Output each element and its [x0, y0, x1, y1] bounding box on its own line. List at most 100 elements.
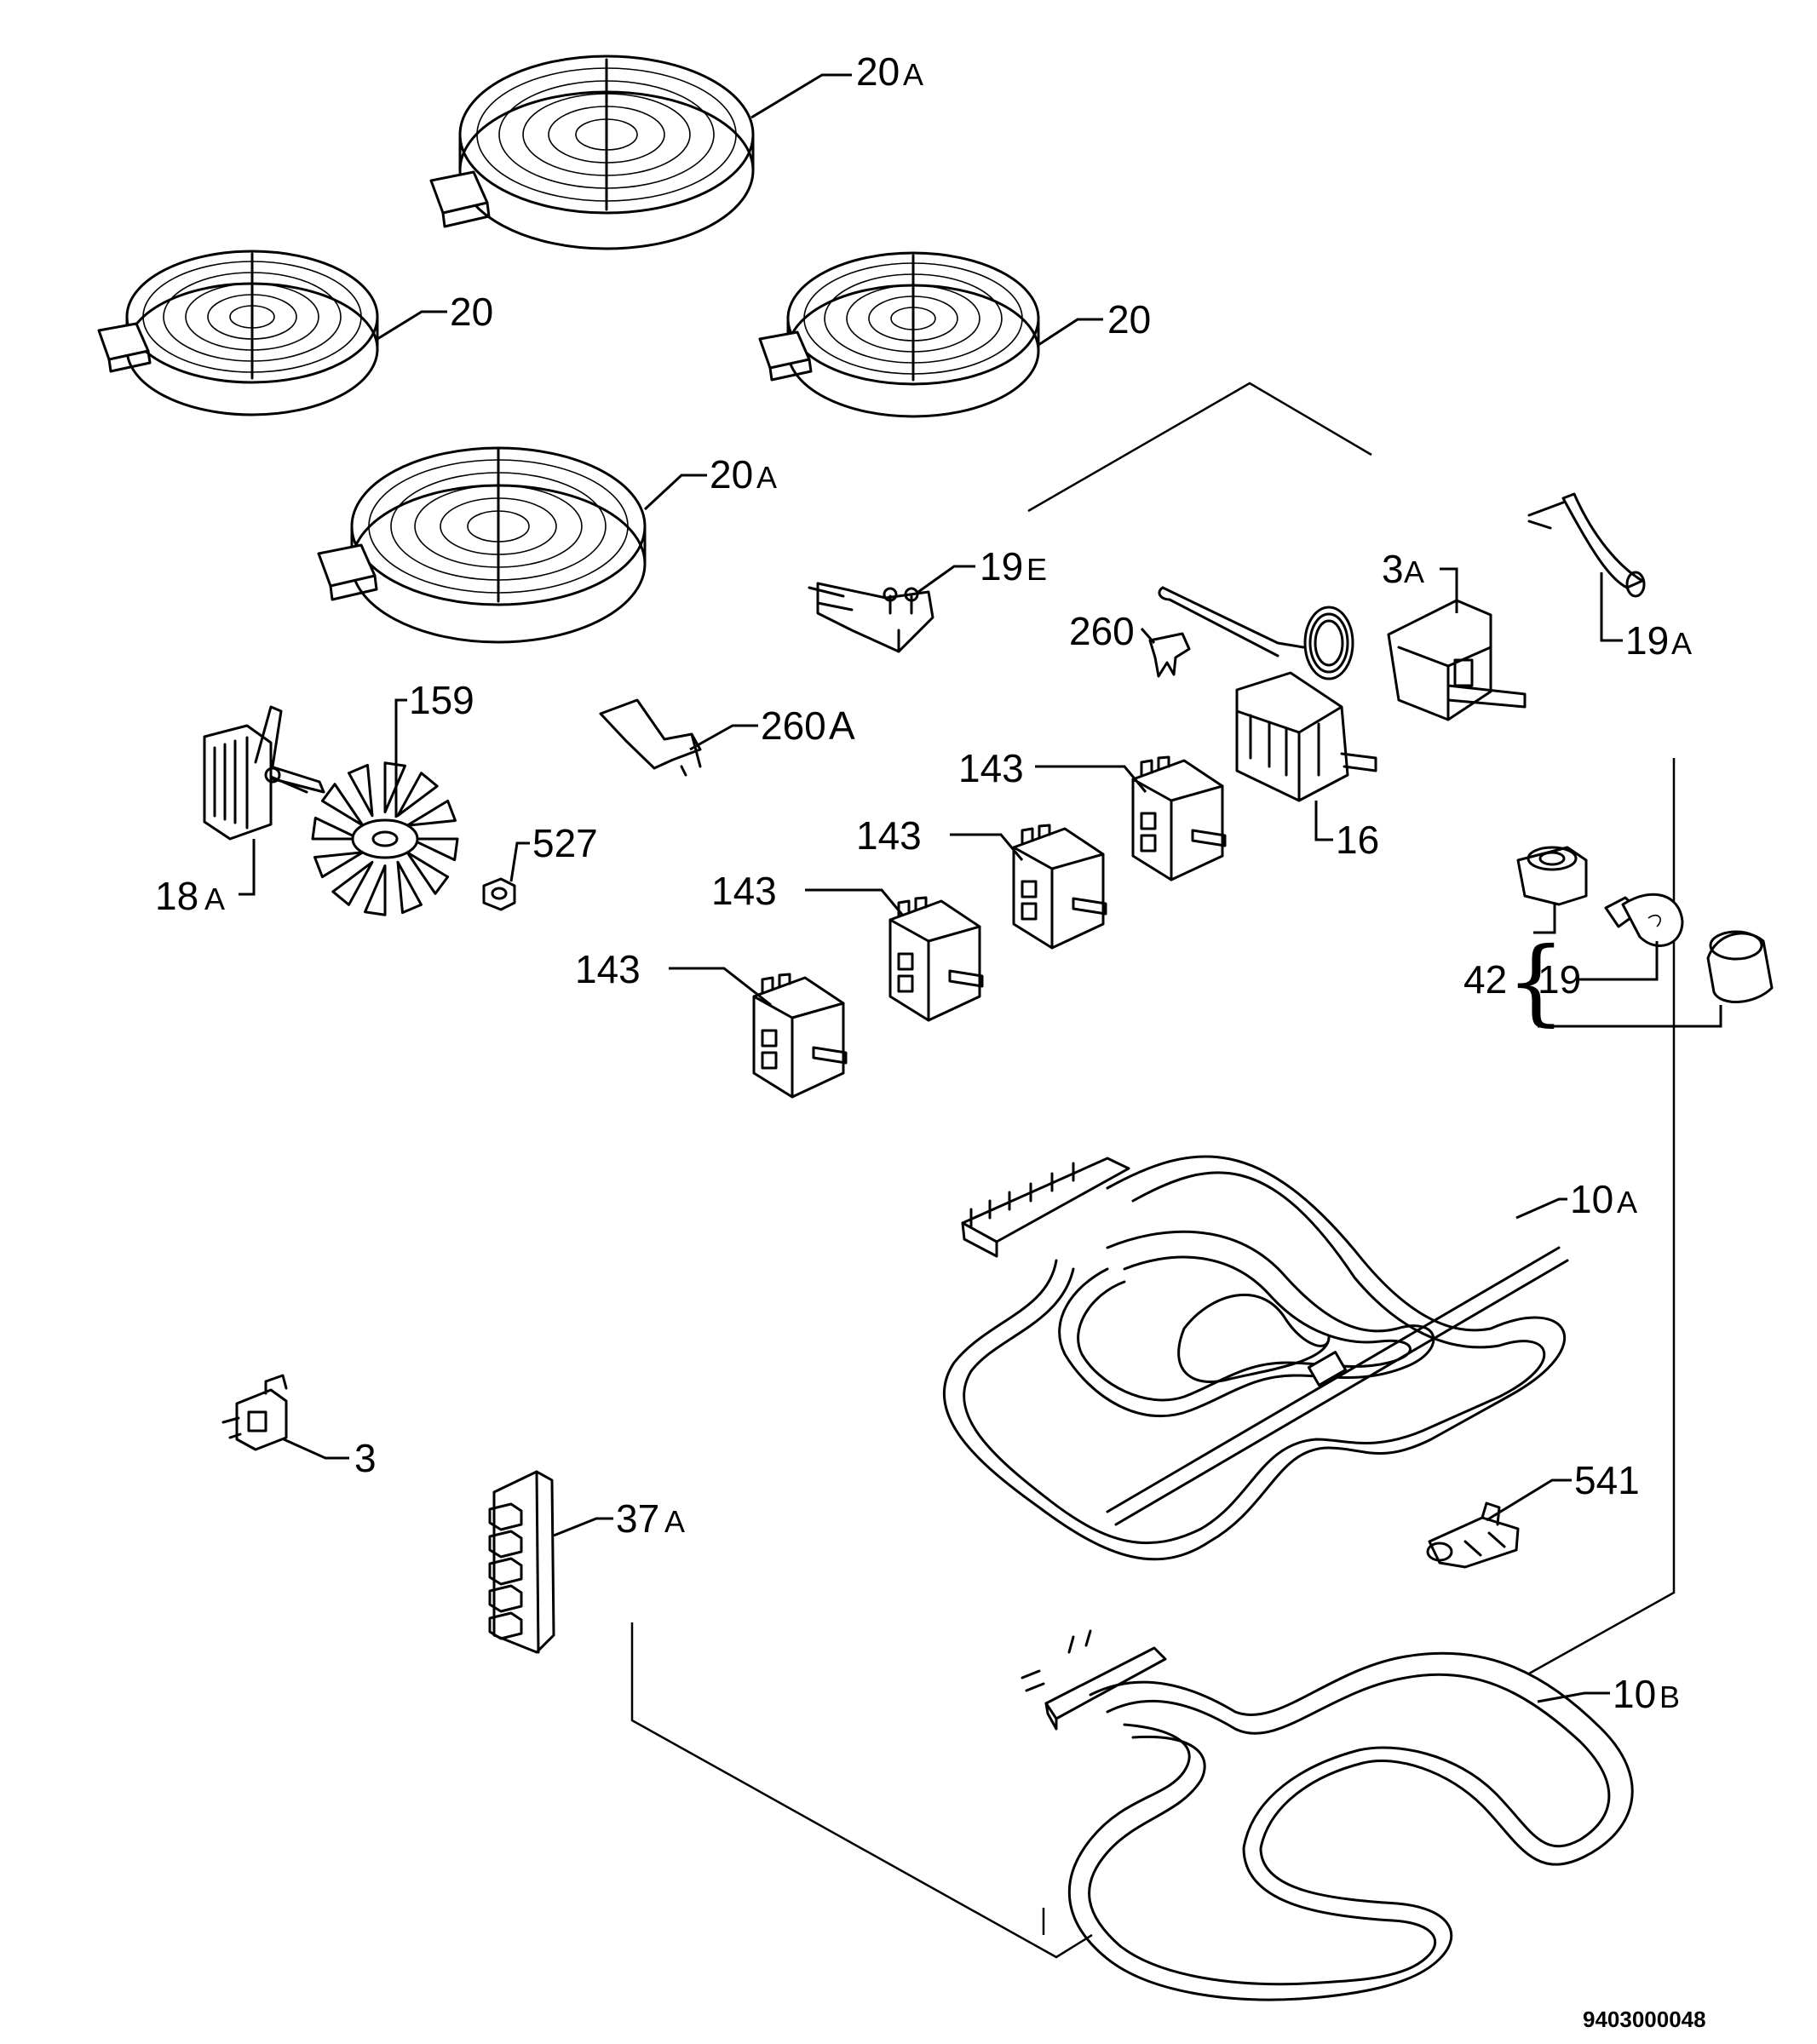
fan-blade-vane: [313, 851, 365, 879]
svg-text:A: A: [1671, 626, 1692, 661]
callout-label-143-c: 143: [711, 869, 777, 913]
svg-text:A: A: [829, 703, 855, 748]
drawing-number: 9403000048: [1583, 2007, 1706, 2032]
fan-blade-vane: [320, 783, 365, 827]
fan-blade-vane: [348, 763, 374, 818]
svg-text:260: 260: [761, 703, 826, 748]
callout-label-20-left: 20: [450, 290, 493, 334]
hob-plate-front-large: [317, 446, 647, 644]
svg-text:A: A: [1617, 1185, 1637, 1220]
svg-text:16: 16: [1336, 818, 1379, 862]
energy-regulator-143: [752, 973, 848, 1099]
grill-element-10a: [942, 1155, 1569, 1561]
terminal-slot: [488, 1611, 523, 1640]
callout-label-18a: 18 A: [155, 874, 225, 918]
fan-blade-vane: [331, 860, 374, 906]
svg-text:143: 143: [958, 746, 1024, 790]
svg-text:143: 143: [575, 947, 641, 991]
energy-regulator-143: [1012, 824, 1107, 950]
leader-lines: [239, 73, 1722, 1703]
terminal-slot: [488, 1584, 523, 1613]
callout-label-19e: 19 E: [980, 544, 1047, 589]
svg-text:527: 527: [532, 821, 598, 865]
fan-blade-vane: [409, 837, 459, 862]
svg-text:37: 37: [616, 1496, 659, 1541]
fan-blade-vane: [364, 864, 387, 916]
lamp-bulb-19: [1604, 893, 1684, 947]
retaining-clip-260: [1148, 632, 1191, 678]
terminal-connector-19e: [808, 582, 934, 653]
thermal-fuse-3: [221, 1374, 288, 1451]
selector-switch-16: [1235, 671, 1377, 802]
svg-text:A: A: [1404, 554, 1424, 589]
brace-icon: {: [1506, 927, 1566, 1036]
callout-label-260a: 260 A: [761, 703, 855, 748]
svg-text:42: 42: [1463, 957, 1507, 1002]
hob-plate-rear-left: [97, 250, 379, 416]
fan-blade-vane: [405, 851, 450, 895]
terminal-block-37a: [488, 1470, 555, 1654]
svg-text:A: A: [664, 1504, 685, 1539]
svg-text:159: 159: [409, 678, 474, 722]
svg-text:A: A: [204, 881, 225, 916]
callout-label-42: 42 {: [1463, 927, 1566, 1036]
callout-label-3: 3: [354, 1436, 377, 1480]
svg-text:541: 541: [1574, 1458, 1640, 1502]
svg-text:A: A: [756, 460, 777, 495]
fan-nut-527: [482, 877, 516, 911]
fan-blade-vane: [311, 816, 361, 841]
svg-text:10: 10: [1570, 1177, 1613, 1221]
callout-label-527: 527: [532, 821, 598, 865]
svg-text:10: 10: [1613, 1672, 1656, 1716]
terminal-slot: [488, 1557, 523, 1586]
svg-text:3: 3: [1382, 547, 1404, 591]
fan-blade-159: [311, 761, 459, 916]
svg-text:19: 19: [1625, 618, 1669, 663]
svg-text:143: 143: [856, 813, 922, 858]
lamp-holder: [1516, 846, 1588, 906]
callout-label-3a: 3 A: [1382, 547, 1424, 591]
mounting-bracket-260a: [599, 698, 702, 777]
svg-text:3: 3: [354, 1436, 377, 1480]
terminal-slot: [488, 1530, 523, 1559]
assembly-outline: [630, 382, 1676, 1959]
svg-text:18: 18: [155, 874, 198, 918]
svg-text:19: 19: [1538, 957, 1581, 1002]
callout-label-16: 16: [1336, 818, 1379, 862]
hob-plate-rear-right: [758, 251, 1040, 418]
svg-text:B: B: [1659, 1679, 1680, 1714]
svg-text:143: 143: [711, 869, 777, 913]
fan-blade-vane: [396, 860, 423, 915]
callout-label-260: 260: [1069, 609, 1135, 653]
callout-label-20a-front: 20 A: [710, 452, 777, 497]
svg-text:19: 19: [980, 544, 1023, 589]
callout-label-20a-rear: 20 A: [856, 49, 923, 94]
fan-blade-vane: [396, 772, 439, 818]
svg-text:260: 260: [1069, 609, 1135, 653]
hob-plate-rear-large: [429, 55, 755, 250]
svg-text:E: E: [1026, 552, 1047, 587]
svg-text:20: 20: [710, 452, 753, 497]
callout-label-159: 159: [409, 678, 474, 722]
holder-541: [1426, 1501, 1520, 1569]
temperature-sensor-19a: [1527, 492, 1646, 598]
lamp-cover: [1706, 930, 1774, 1003]
label-suffix: A: [903, 57, 923, 92]
thermostat-3a: [1158, 586, 1527, 721]
energy-regulator-143: [888, 896, 984, 1022]
label-number: 20: [856, 49, 900, 94]
callout-label-37a: 37 A: [616, 1496, 685, 1541]
bottom-element-10b: [1021, 1629, 1634, 2001]
svg-text:20: 20: [450, 290, 493, 334]
callout-label-541: 541: [1574, 1458, 1640, 1502]
callout-label-10a: 10 A: [1570, 1177, 1637, 1221]
terminal-slot: [488, 1502, 523, 1531]
callout-label-19a: 19 A: [1625, 618, 1692, 663]
callout-label-10b: 10 B: [1613, 1672, 1680, 1716]
callout-label-19: 19: [1538, 957, 1581, 1002]
callout-label-20-right: 20: [1107, 297, 1151, 342]
svg-text:20: 20: [1107, 297, 1151, 342]
callout-label-143-d: 143: [575, 947, 641, 991]
fan-motor-18a: [203, 705, 325, 841]
